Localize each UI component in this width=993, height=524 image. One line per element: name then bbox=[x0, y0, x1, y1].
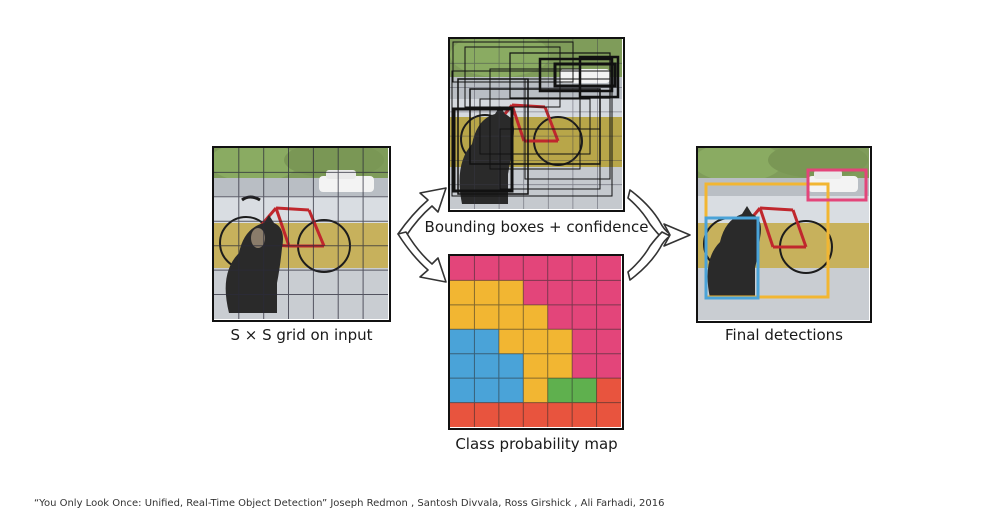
class-probability-caption: Class probability map bbox=[455, 435, 618, 453]
class-cell-red bbox=[596, 402, 621, 427]
class-cell-car bbox=[523, 280, 549, 306]
class-cell-red bbox=[498, 402, 524, 427]
class-cell-car bbox=[572, 304, 598, 330]
grid-input-caption: S × S grid on input bbox=[230, 326, 373, 344]
class-cell-bicycle bbox=[523, 378, 549, 404]
class-cell-red bbox=[474, 402, 500, 427]
class-cell-car bbox=[572, 329, 598, 355]
class-cell-dog bbox=[474, 353, 500, 379]
class-cell-red bbox=[596, 378, 621, 404]
class-cell-car bbox=[523, 256, 549, 281]
class-cell-car bbox=[596, 353, 621, 379]
bounding-boxes-photo bbox=[450, 39, 622, 209]
class-cell-car bbox=[547, 304, 573, 330]
grid-input-photo bbox=[214, 148, 388, 319]
class-cell-red bbox=[450, 402, 475, 427]
class-probability-map bbox=[448, 254, 624, 430]
class-cell-dog bbox=[474, 378, 500, 404]
class-cell-bicycle bbox=[450, 280, 475, 306]
arrow-merge-top-icon bbox=[627, 189, 671, 239]
class-cell-bicycle bbox=[523, 304, 549, 330]
class-cell-bicycle bbox=[523, 329, 549, 355]
class-cell-bicycle bbox=[498, 280, 524, 306]
class-cell-car bbox=[547, 280, 573, 306]
class-cell-car bbox=[572, 280, 598, 306]
class-cell-green bbox=[572, 378, 598, 404]
class-cell-car bbox=[498, 256, 524, 281]
class-cell-bicycle bbox=[474, 304, 500, 330]
class-cell-car bbox=[572, 353, 598, 379]
bounding-boxes-image bbox=[448, 37, 625, 212]
class-cell-car bbox=[596, 280, 621, 306]
final-detections-photo bbox=[698, 148, 869, 320]
arrow-right-head-icon bbox=[663, 223, 691, 247]
arrow-merge-bottom-icon bbox=[627, 231, 671, 281]
class-cell-bicycle bbox=[547, 329, 573, 355]
arrow-down-left-icon bbox=[397, 231, 447, 283]
class-cell-car bbox=[596, 304, 621, 330]
class-cell-car bbox=[596, 329, 621, 355]
class-cell-bicycle bbox=[498, 304, 524, 330]
class-cell-dog bbox=[450, 353, 475, 379]
class-cell-dog bbox=[474, 329, 500, 355]
class-probability-grid bbox=[450, 256, 621, 427]
class-cell-red bbox=[547, 402, 573, 427]
class-cell-bicycle bbox=[498, 329, 524, 355]
class-cell-car bbox=[547, 256, 573, 281]
final-detections-image bbox=[696, 146, 872, 323]
class-cell-car bbox=[572, 256, 598, 281]
class-cell-red bbox=[523, 402, 549, 427]
class-cell-dog bbox=[450, 378, 475, 404]
class-cell-car bbox=[596, 256, 621, 281]
citation-text: “You Only Look Once: Unified, Real-Time … bbox=[34, 498, 665, 509]
class-cell-bicycle bbox=[450, 304, 475, 330]
class-cell-bicycle bbox=[547, 353, 573, 379]
final-detections-caption: Final detections bbox=[725, 326, 843, 344]
class-cell-dog bbox=[450, 329, 475, 355]
class-cell-green bbox=[547, 378, 573, 404]
class-cell-dog bbox=[498, 378, 524, 404]
grid-input-image bbox=[212, 146, 391, 322]
bounding-boxes-caption: Bounding boxes + confidence bbox=[424, 218, 649, 236]
dog-detection-box bbox=[704, 216, 760, 300]
class-cell-red bbox=[572, 402, 598, 427]
class-cell-dog bbox=[498, 353, 524, 379]
car-detection-box bbox=[806, 168, 868, 202]
class-cell-car bbox=[474, 256, 500, 281]
class-cell-bicycle bbox=[474, 280, 500, 306]
class-cell-bicycle bbox=[523, 353, 549, 379]
class-cell-car bbox=[450, 256, 475, 281]
arrow-up-left-icon bbox=[397, 187, 447, 237]
